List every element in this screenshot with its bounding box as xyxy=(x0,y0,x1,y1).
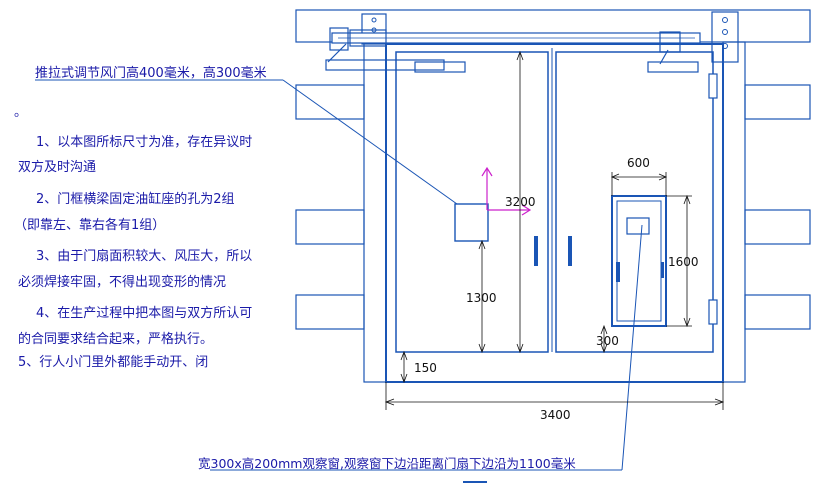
note-1-line-2: 双方及时沟通 xyxy=(18,159,96,175)
dimension-lines xyxy=(384,50,725,410)
note-1-line-1: 1、以本图所标尺寸为准，存在异议时 xyxy=(36,135,252,150)
note-5: 5、行人小门里外都能手动开、闭 xyxy=(18,355,208,370)
note-3-line-2: 必须焊接牢固，不得出现变形的情况 xyxy=(18,274,226,290)
door-closer xyxy=(325,11,739,73)
bottom-note: 宽300x高200mm观察窗,观察窗下边沿距离门扇下边沿为1100毫米 xyxy=(198,456,576,471)
note-4-line-1: 4、在生产过程中把本图与双方所认可 xyxy=(36,305,252,321)
note-dot: 。 xyxy=(14,105,27,120)
door-handles xyxy=(534,73,718,325)
dim-door-width: 3400 xyxy=(540,408,571,422)
dim-small-door-bottom: 300 xyxy=(596,334,619,348)
note-2-line-1: 2、门框横梁固定油缸座的孔为2组 xyxy=(36,191,235,207)
title-note: 推拉式调节风门高400毫米，高300毫米 xyxy=(35,65,267,81)
dim-door-height: 3200 xyxy=(505,195,536,209)
wall-structure xyxy=(295,9,811,383)
dim-damper-height: 1300 xyxy=(466,291,497,305)
dim-small-door-height: 1600 xyxy=(668,255,699,269)
note-4-line-2: 的合同要求结合起来，严格执行。 xyxy=(18,331,213,347)
damper-box xyxy=(454,166,532,242)
note-2-line-2: （即靠左、靠右各有1组） xyxy=(14,217,165,233)
note-3-line-1: 3、由于门扇面积较大、风压大，所以 xyxy=(36,248,252,264)
door-frame xyxy=(385,43,724,383)
leader-lines xyxy=(35,79,643,471)
dim-small-door-width: 600 xyxy=(627,156,650,170)
dim-bottom-gap: 150 xyxy=(414,361,437,375)
